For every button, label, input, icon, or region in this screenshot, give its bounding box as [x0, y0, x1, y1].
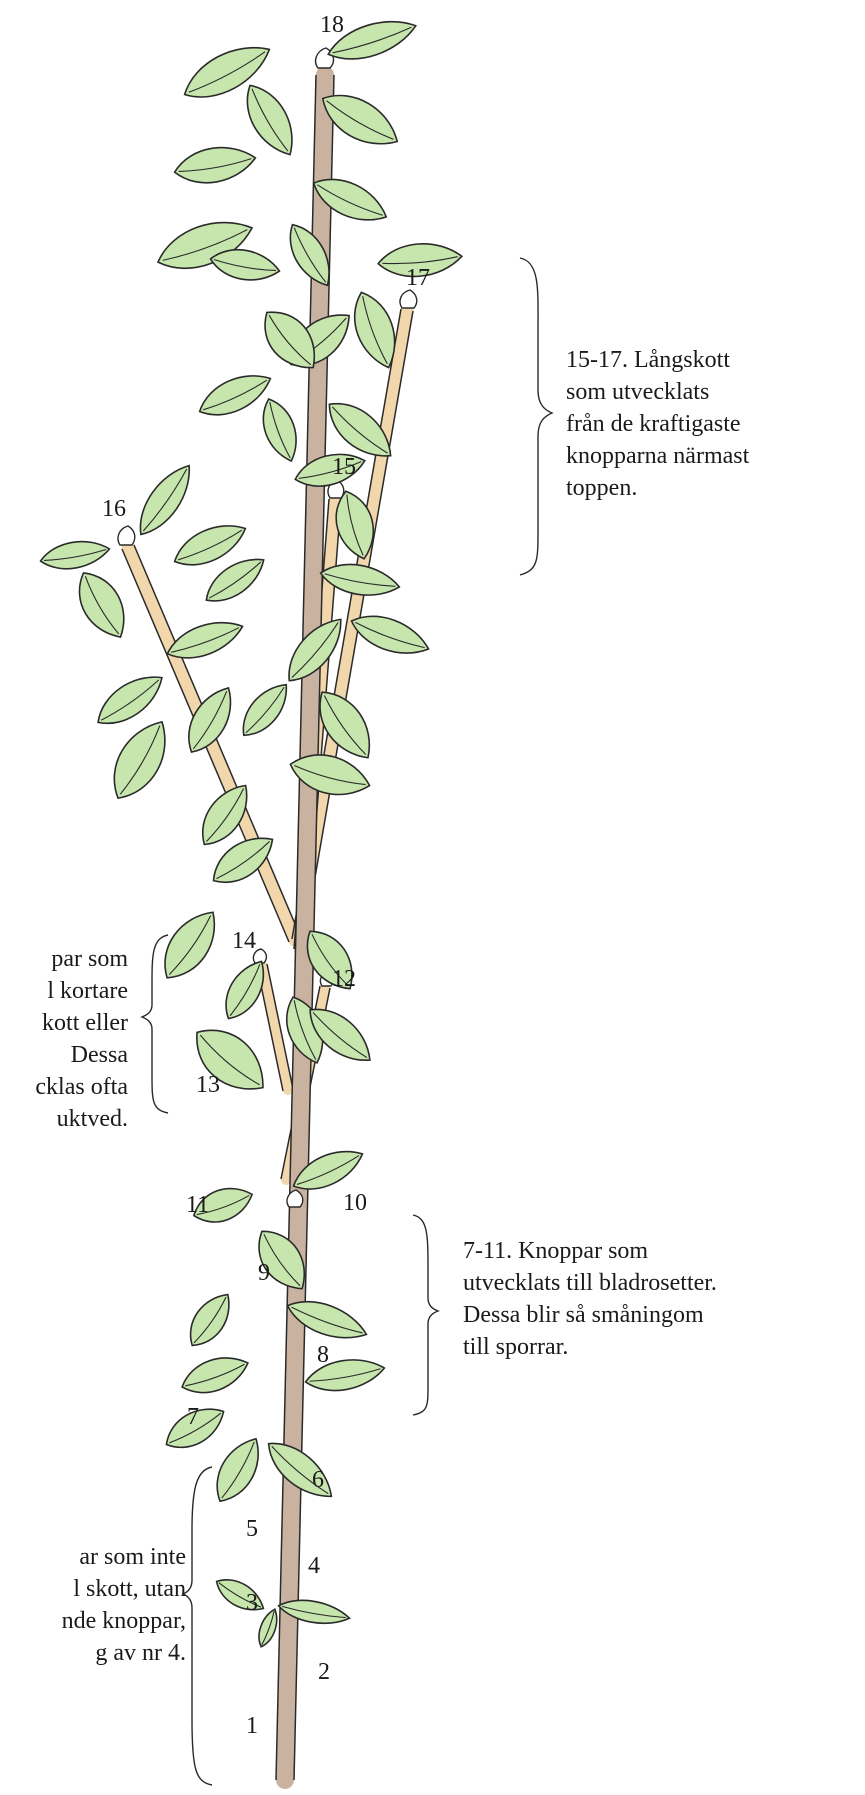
label-11: 11: [186, 1192, 209, 1218]
caption-line: nde knoppar,: [0, 1605, 186, 1637]
caption-line: Dessa blir så småningom: [463, 1299, 799, 1331]
label-13: 13: [196, 1072, 220, 1098]
caption-line: cklas ofta: [0, 1071, 128, 1103]
caption-line: ar som inte: [0, 1541, 186, 1573]
brace-middle: [413, 1215, 438, 1415]
label-1: 1: [246, 1713, 258, 1739]
label-17: 17: [406, 265, 430, 291]
caption-short-shoots-partial: par som l kortare kott eller Dessa cklas…: [0, 943, 128, 1135]
caption-line: 15-17. Långskott: [566, 344, 836, 376]
leaf: [233, 676, 296, 744]
leaf: [255, 394, 305, 466]
caption-line: knopparna närmast: [566, 440, 836, 472]
caption-line: l skott, utan: [0, 1573, 186, 1605]
caption-leaf-rosettes: 7-11. Knoppar som utvecklats till bladro…: [463, 1235, 799, 1363]
caption-line: Dessa: [0, 1039, 128, 1071]
leaf: [129, 457, 201, 542]
label-10: 10: [343, 1190, 367, 1216]
leaf: [177, 1349, 253, 1402]
caption-line: utvecklats till bladrosetter.: [463, 1267, 799, 1299]
label-4: 4: [308, 1553, 320, 1579]
leaf: [303, 1354, 387, 1396]
brace-lower-left: [183, 1467, 212, 1785]
caption-line: till sporrar.: [463, 1331, 799, 1363]
leaf: [211, 1572, 269, 1619]
label-12: 12: [332, 966, 356, 992]
label-6: 6: [312, 1467, 324, 1493]
caption-dormant-buds-partial: ar som inte l skott, utan nde knoppar, g…: [0, 1541, 186, 1669]
label-2: 2: [318, 1659, 330, 1685]
leaf: [101, 712, 180, 808]
bud-16: [118, 526, 135, 545]
leaf: [152, 902, 228, 989]
label-15: 15: [332, 454, 356, 480]
bud-17: [400, 290, 417, 308]
caption-line: kott eller: [0, 1007, 128, 1039]
leaf: [38, 536, 111, 574]
label-8: 8: [317, 1342, 329, 1368]
label-9: 9: [258, 1260, 270, 1286]
caption-long-shoots: 15-17. Långskott som utvecklats från de …: [566, 344, 836, 504]
caption-line: från de kraftigaste: [566, 408, 836, 440]
leaf: [180, 1286, 239, 1353]
caption-line: g av nr 4.: [0, 1637, 186, 1669]
leaf: [172, 141, 259, 189]
label-3: 3: [246, 1590, 258, 1616]
caption-line: uktved.: [0, 1103, 128, 1135]
caption-line: som utvecklats: [566, 376, 836, 408]
caption-line: par som: [0, 943, 128, 975]
leaf: [67, 564, 136, 647]
leaf: [235, 77, 304, 163]
label-14: 14: [232, 928, 256, 954]
label-16: 16: [102, 496, 126, 522]
label-7: 7: [187, 1404, 199, 1430]
brace-top: [520, 258, 552, 575]
caption-line: 7-11. Knoppar som: [463, 1235, 799, 1267]
caption-line: l kortare: [0, 975, 128, 1007]
caption-line: toppen.: [566, 472, 836, 504]
leaf: [254, 1607, 281, 1650]
leaf: [206, 1431, 270, 1509]
label-5: 5: [246, 1516, 258, 1542]
label-18: 18: [320, 12, 344, 38]
